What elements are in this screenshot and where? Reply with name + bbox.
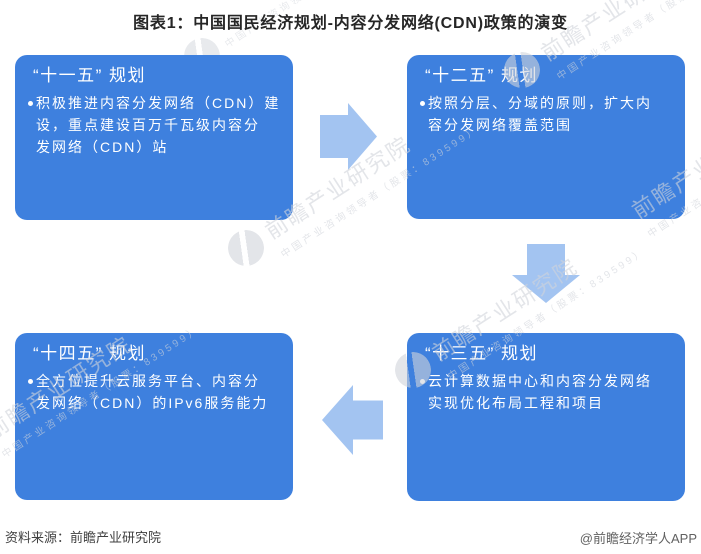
- plan-box-13th-five-year: “十三五” 规划 云计算数据中心和内容分发网络 实现优化布局工程和项目: [407, 333, 685, 501]
- plan-box-11th-five-year: “十一五” 规划 积极推进内容分发网络（CDN）建 设，重点建设百万千瓦级内容分…: [15, 55, 293, 220]
- arrow-left-icon: [322, 385, 383, 455]
- plan-box-text: 积极推进内容分发网络（CDN）建 设，重点建设百万千瓦级内容分 发网络（CDN）…: [36, 95, 281, 155]
- plan-box-title: “十一五” 规划: [33, 66, 147, 85]
- source-note: 资料来源：前瞻产业研究院: [5, 530, 162, 545]
- plan-box-text: 按照分层、分域的原则，扩大内 容分发网络覆盖范围: [428, 95, 652, 133]
- plan-box-title: “十二五” 规划: [425, 66, 539, 85]
- arrow-right-icon: [320, 103, 377, 170]
- plan-box-text: 全方位提升云服务平台、内容分 发网络（CDN）的IPv6服务能力: [36, 373, 269, 411]
- bullet-dot: [28, 379, 33, 384]
- page-title: 图表1：中国国民经济规划-内容分发网络(CDN)政策的演变: [133, 15, 568, 32]
- qianzhan-logo-icon: [221, 223, 271, 273]
- plan-box-bullet-item: 云计算数据中心和内容分发网络 实现优化布局工程和项目: [407, 364, 685, 414]
- bullet-dot: [420, 101, 425, 106]
- plan-box-12th-five-year: “十二五” 规划 按照分层、分域的原则，扩大内 容分发网络覆盖范围: [407, 55, 685, 219]
- credit-note: @前瞻经济学人APP: [579, 531, 697, 546]
- plan-box-bullet-item: 按照分层、分域的原则，扩大内 容分发网络覆盖范围: [407, 86, 685, 136]
- plan-box-14th-five-year: “十四五” 规划 全方位提升云服务平台、内容分 发网络（CDN）的IPv6服务能…: [15, 333, 293, 500]
- plan-box-bullet-item: 积极推进内容分发网络（CDN）建 设，重点建设百万千瓦级内容分 发网络（CDN）…: [15, 86, 293, 158]
- bullet-dot: [420, 379, 425, 384]
- plan-box-title: “十四五” 规划: [33, 344, 147, 363]
- plan-box-bullet-item: 全方位提升云服务平台、内容分 发网络（CDN）的IPv6服务能力: [15, 364, 293, 414]
- bullet-dot: [28, 101, 33, 106]
- plan-box-text: 云计算数据中心和内容分发网络 实现优化布局工程和项目: [428, 373, 652, 411]
- arrow-down-icon: [512, 244, 580, 303]
- plan-box-title: “十三五” 规划: [425, 344, 539, 363]
